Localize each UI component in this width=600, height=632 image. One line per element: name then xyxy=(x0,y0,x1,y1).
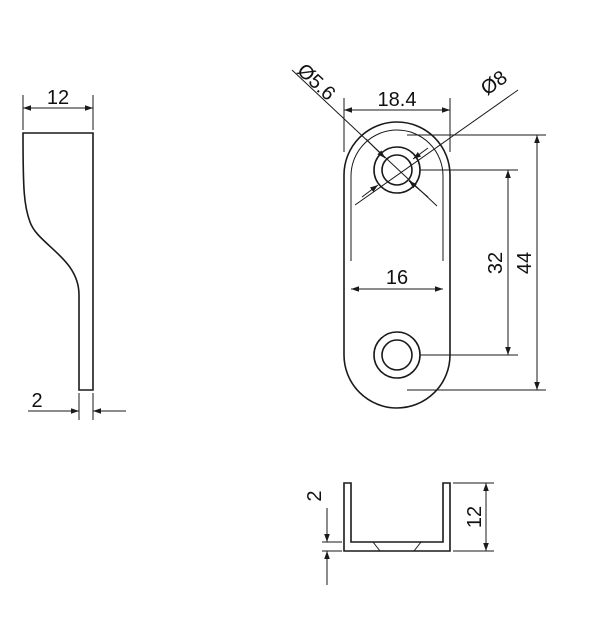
countersink xyxy=(372,541,422,552)
bottom-hole-inner xyxy=(381,339,413,371)
dim-hole-spacing: 32 xyxy=(485,252,507,274)
side-profile-outline xyxy=(22,132,94,391)
plate-outline xyxy=(343,121,451,261)
dim-hole-large: Ø8 xyxy=(477,67,512,100)
dim-inner-width: 16 xyxy=(386,267,408,289)
dim-side-thickness: 2 xyxy=(31,390,42,412)
bottom-view: 2 12 xyxy=(304,482,494,585)
plate-lower-outline xyxy=(343,261,451,409)
channel-outline xyxy=(343,482,451,552)
dim-outer-width: 18.4 xyxy=(378,89,417,111)
dim-bottom-thickness: 2 xyxy=(304,490,326,501)
leader-hole-large xyxy=(354,89,519,206)
top-hole-inner xyxy=(381,154,413,186)
dim-overall-length: 44 xyxy=(514,252,536,274)
side-view: 12 2 xyxy=(22,87,126,420)
dim-hole-small: Ø5.6 xyxy=(293,60,340,106)
front-view: Ø5.6 Ø8 18.4 16 32 44 xyxy=(291,60,546,409)
dim-bottom-height: 12 xyxy=(464,506,486,528)
dim-side-width: 12 xyxy=(47,87,69,109)
flange-inner-outline xyxy=(350,129,444,261)
bottom-hole-outer xyxy=(373,331,421,379)
